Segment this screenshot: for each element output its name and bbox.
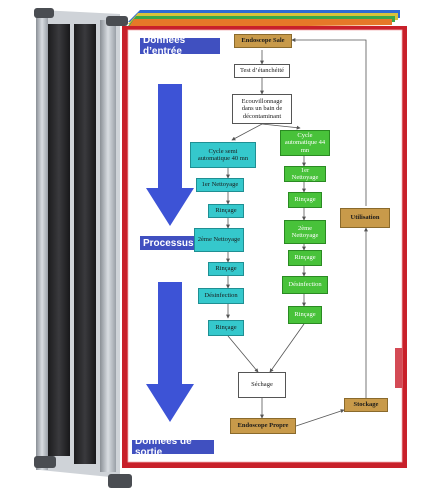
auto-step-2: Rinçage <box>288 192 322 208</box>
label-process: Processus <box>140 236 198 250</box>
node-cycle-semi: Cycle semi automatique 40 mn <box>190 142 256 168</box>
auto-step-5: Désinfection <box>282 276 328 294</box>
semi-step-4: Rinçage <box>208 262 244 276</box>
auto-step-6: Rinçage <box>288 306 322 324</box>
node-bath: Ecouvillonnage dans un bain de décontami… <box>232 94 292 124</box>
label-output: Données de sortie <box>132 436 214 458</box>
node-drying: Séchage <box>238 372 286 398</box>
auto-step-4: Rinçage <box>288 250 322 266</box>
auto-step-3: 2ème Nettoyage <box>284 220 326 244</box>
semi-step-6: Rinçage <box>208 320 244 336</box>
auto-step-1: 1er Nettoyage <box>284 166 326 182</box>
semi-step-5: Désinfection <box>198 288 244 304</box>
node-cycle-auto: Cycle automatique 44 mn <box>280 130 330 156</box>
node-storage: Stockage <box>344 398 388 412</box>
label-input: Données d’entrée <box>140 35 220 57</box>
semi-step-3: 2ème Nettoyage <box>194 228 244 252</box>
node-use: Utilisation <box>340 208 390 228</box>
flow-connectors <box>226 38 368 427</box>
node-clean-scope: Endoscope Propre <box>230 418 296 434</box>
process-arrows <box>146 84 194 422</box>
semi-step-1: 1er Nettoyage <box>196 178 244 192</box>
semi-step-2: Rinçage <box>208 204 244 218</box>
panel-tab <box>395 348 402 388</box>
stacked-panels <box>128 10 400 28</box>
node-dirty-scope: Endoscope Sale <box>234 34 292 48</box>
node-leak-test: Test d’étanchéité <box>234 64 290 78</box>
wall-bracket <box>34 8 132 488</box>
